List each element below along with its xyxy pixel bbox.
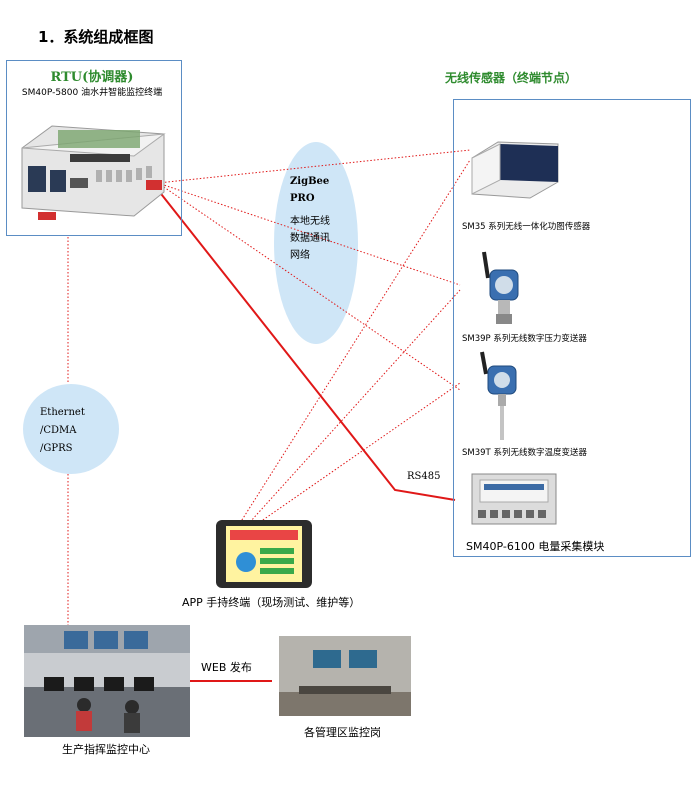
zigbee-ellipse — [274, 142, 358, 344]
app-terminal-image — [216, 520, 312, 588]
rtu-device-image — [21, 125, 166, 220]
diagram-title: 1．系统组成框图 — [38, 28, 154, 46]
control-center-image — [24, 625, 190, 737]
district-post-image — [279, 636, 411, 716]
zigbee-line5: 网络 — [290, 250, 310, 261]
sensor-label-sm35: SM35 系列无线一体化功图传感器 — [462, 222, 591, 232]
district-post-label: 各管理区监控岗 — [304, 726, 381, 739]
link-app-sm35 — [239, 159, 471, 524]
zigbee-pro-label: PRO — [290, 193, 315, 204]
sm40p-6100-module-image — [471, 473, 557, 525]
link-rtu-sm39t — [157, 182, 461, 391]
app-terminal-label: APP 手持终端（现场测试、维护等） — [182, 596, 361, 609]
rtu-subtitle: SM40P-5800 油水井智能监控终端 — [21, 88, 163, 98]
web-publish-label: WEB 发布 — [201, 661, 252, 674]
sm39t-sensor-image — [480, 351, 517, 440]
rs485-label: RS485 — [407, 471, 441, 482]
sm35-sensor-image — [471, 141, 559, 199]
gprs-label: /GPRS — [40, 443, 73, 454]
wireless-sensors-box — [453, 99, 691, 557]
wireless-sensors-title: 无线传感器（终端节点） — [445, 71, 578, 85]
module-label-sm40p-6100: SM40P-6100 电量采集模块 — [466, 540, 605, 553]
sensor-label-sm39t: SM39T 系列无线数字温度变送器 — [462, 448, 587, 458]
link-rs485 — [157, 189, 456, 501]
ethernet-circle — [23, 384, 119, 474]
sensor-label-sm39p: SM39P 系列无线数字压力变送器 — [462, 334, 587, 344]
rtu-title: RTU(协调器) — [50, 70, 134, 85]
zigbee-line4: 数据通讯 — [290, 233, 330, 244]
zigbee-line3: 本地无线 — [290, 216, 330, 227]
link-app-sm39t — [259, 382, 461, 523]
rtu-box — [6, 60, 182, 236]
sm39p-sensor-image — [482, 251, 519, 324]
link-app-sm39p — [249, 289, 461, 523]
cdma-label: /CDMA — [40, 425, 77, 436]
link-rtu-sm39p — [157, 182, 461, 286]
control-center-label: 生产指挥监控中心 — [62, 743, 150, 756]
ethernet-label: Ethernet — [40, 407, 85, 418]
zigbee-label: ZigBee — [290, 176, 330, 187]
